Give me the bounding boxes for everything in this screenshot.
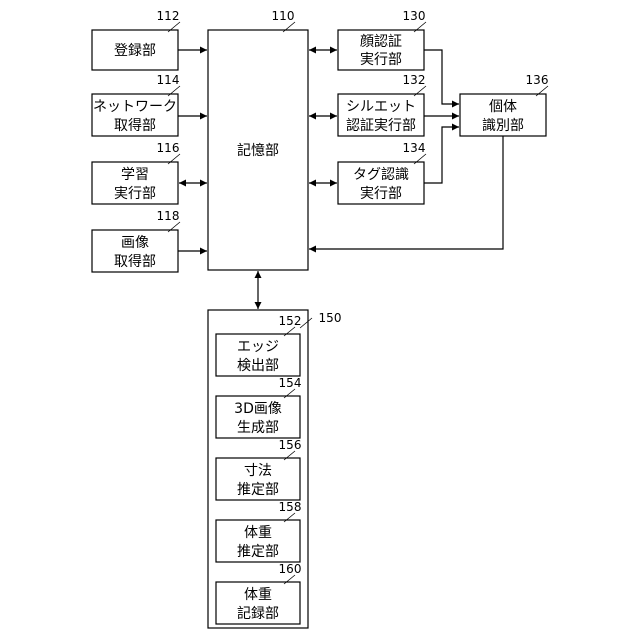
ref-114: 114 bbox=[157, 73, 180, 87]
network-label-line2: 取得部 bbox=[114, 117, 156, 134]
ref-158: 158 bbox=[279, 500, 302, 514]
image-acquisition-label-line2: 取得部 bbox=[114, 253, 156, 270]
silhouette-auth-label-line1: シルエット bbox=[346, 99, 416, 115]
network-label-line1: ネットワーク bbox=[93, 99, 177, 115]
learning-label-line1: 学習 bbox=[121, 167, 149, 183]
dimension-estimation-label-line2: 推定部 bbox=[237, 482, 279, 498]
network-block: ネットワーク 取得部 bbox=[92, 94, 178, 136]
individual-id-label-line1: 個体 bbox=[489, 99, 517, 115]
weight-estimation-label-line1: 体重 bbox=[244, 525, 272, 541]
dimension-estimation-block: 寸法 推定部 bbox=[216, 458, 300, 500]
tag-recognition-label-line1: タグ認識 bbox=[353, 167, 409, 183]
ref-160: 160 bbox=[279, 562, 302, 576]
image3d-generation-label-line2: 生成部 bbox=[237, 420, 279, 436]
weight-estimation-label-line2: 推定部 bbox=[237, 544, 279, 560]
face-auth-block: 顔認証 実行部 bbox=[338, 30, 424, 70]
tag-recognition-to-individual-id-arrow bbox=[424, 127, 459, 183]
weight-recording-block: 体重 記録部 bbox=[216, 582, 300, 624]
storage-label: 記憶部 bbox=[237, 142, 279, 159]
dimension-estimation-label-line1: 寸法 bbox=[244, 463, 272, 479]
registration-block: 登録部 bbox=[92, 30, 178, 70]
edge-detection-block: エッジ 検出部 bbox=[216, 334, 300, 376]
individual-id-label-line2: 識別部 bbox=[482, 118, 524, 134]
storage-block: 記憶部 bbox=[208, 30, 308, 270]
tag-recognition-label-line2: 実行部 bbox=[360, 186, 402, 202]
ref-156: 156 bbox=[279, 438, 302, 452]
learning-label-line2: 実行部 bbox=[114, 186, 156, 202]
weight-estimation-block: 体重 推定部 bbox=[216, 520, 300, 562]
image-acquisition-label-line1: 画像 bbox=[121, 235, 149, 251]
ref-112: 112 bbox=[157, 9, 180, 23]
weight-recording-label-line2: 記録部 bbox=[237, 605, 279, 622]
face-auth-label-line1: 顔認証 bbox=[360, 34, 402, 50]
face-auth-to-individual-id-arrow bbox=[424, 50, 459, 104]
ref-154: 154 bbox=[279, 376, 302, 390]
ref-118: 118 bbox=[157, 209, 180, 223]
image3d-generation-label-line1: 3D画像 bbox=[234, 401, 282, 417]
face-auth-label-line2: 実行部 bbox=[360, 52, 402, 68]
ref-132: 132 bbox=[403, 73, 426, 87]
edge-detection-label-line1: エッジ bbox=[237, 339, 279, 355]
tag-recognition-block: タグ認識 実行部 bbox=[338, 162, 424, 204]
ref-134: 134 bbox=[403, 141, 426, 155]
ref-136: 136 bbox=[526, 73, 549, 87]
ref-152: 152 bbox=[279, 314, 302, 328]
registration-label-line1: 登録部 bbox=[114, 43, 156, 59]
weight-recording-label-line1: 体重 bbox=[244, 587, 272, 603]
ref-116: 116 bbox=[157, 141, 180, 155]
edge-detection-label-line2: 検出部 bbox=[237, 358, 279, 374]
ref-110: 110 bbox=[272, 9, 295, 23]
image3d-generation-block: 3D画像 生成部 bbox=[216, 396, 300, 438]
individual-id-block: 個体 識別部 bbox=[460, 94, 546, 136]
silhouette-auth-label-line2: 認証実行部 bbox=[346, 118, 416, 134]
silhouette-auth-block: シルエット 認証実行部 bbox=[338, 94, 424, 136]
ref-150: 150 bbox=[319, 311, 342, 325]
image-acquisition-block: 画像 取得部 bbox=[92, 230, 178, 272]
ref-130: 130 bbox=[403, 9, 426, 23]
learning-block: 学習 実行部 bbox=[92, 162, 178, 204]
